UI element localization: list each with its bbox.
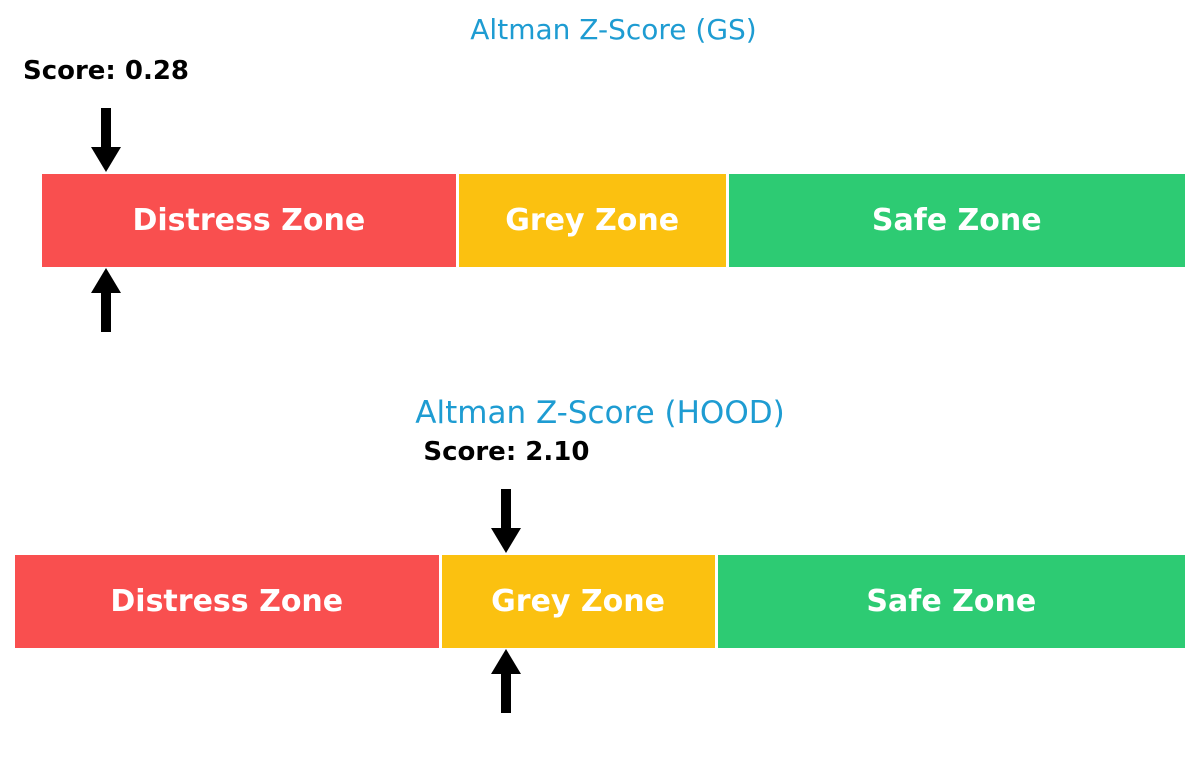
- arrow-head: [91, 147, 121, 172]
- zone-label-distress: Distress Zone: [132, 203, 366, 238]
- arrow-stem: [501, 489, 512, 528]
- down-arrow-icon: [91, 108, 121, 172]
- zone-label-distress: Distress Zone: [110, 584, 344, 619]
- score-label: Score: 2.10: [423, 437, 590, 467]
- zone-bar: Distress Zone Grey Zone Safe Zone: [42, 174, 1185, 267]
- chart-title: Altman Z-Score (GS): [470, 13, 757, 46]
- zone-safe: Safe Zone: [714, 555, 1185, 648]
- zone-label-grey: Grey Zone: [491, 584, 665, 619]
- score-label: Score: 0.28: [22, 56, 190, 86]
- up-arrow-icon: [91, 268, 121, 332]
- zone-label-safe: Safe Zone: [871, 203, 1042, 238]
- arrow-head: [491, 649, 522, 674]
- up-arrow-icon: [491, 649, 522, 713]
- altman-zscore-chart-gs: Altman Z-Score (GS) Score: 0.28 Distress…: [0, 13, 1200, 335]
- zone-label-grey: Grey Zone: [505, 203, 680, 238]
- altman-zscore-chart-hood: Altman Z-Score (HOOD) Score: 2.10 Distre…: [0, 394, 1200, 716]
- arrow-stem: [101, 108, 111, 147]
- zone-bar: Distress Zone Grey Zone Safe Zone: [15, 555, 1185, 648]
- zone-label-safe: Safe Zone: [866, 584, 1037, 619]
- down-arrow-icon: [491, 489, 522, 553]
- zone-grey: Grey Zone: [455, 174, 726, 267]
- arrow-stem: [101, 293, 111, 332]
- zone-safe: Safe Zone: [725, 174, 1185, 267]
- zone-distress: Distress Zone: [15, 555, 439, 648]
- zone-distress: Distress Zone: [42, 174, 456, 267]
- arrow-head: [491, 528, 522, 553]
- zone-grey: Grey Zone: [438, 555, 715, 648]
- arrow-head: [91, 268, 121, 293]
- arrow-stem: [501, 674, 512, 713]
- chart-title: Altman Z-Score (HOOD): [415, 395, 785, 431]
